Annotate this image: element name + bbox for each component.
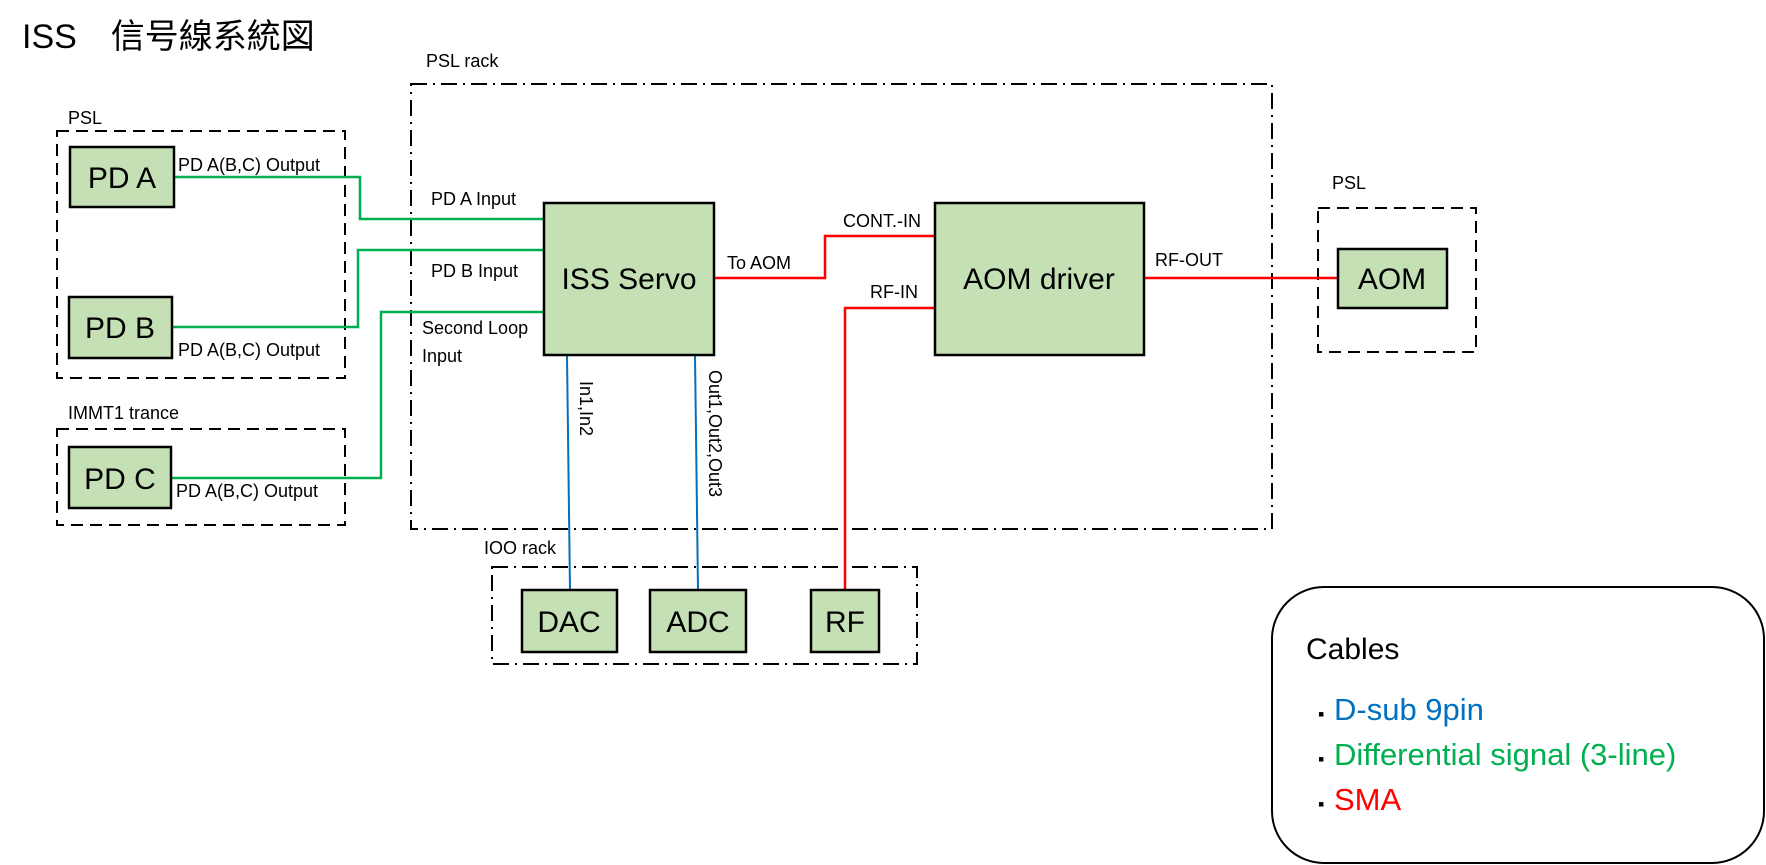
device-label-aom: AOM (1358, 263, 1426, 296)
group-psl-right: PSL (1317, 173, 1477, 353)
device-box-adc[interactable] (648, 588, 748, 654)
device-label-iss-servo: ISS Servo (561, 263, 696, 296)
device-box-dac[interactable] (520, 588, 619, 654)
group-frame-psl-left (56, 130, 346, 379)
device-pd-b[interactable]: PD B (67, 295, 174, 360)
device-box-iss-servo[interactable] (542, 201, 716, 357)
cable-pd-b-to-servo[interactable] (172, 248, 544, 329)
legend-item-dsub: ▪ D-sub 9pin (1318, 692, 1484, 727)
port-label-second-loop: Second Loop (422, 318, 528, 338)
device-box-pd-b[interactable] (67, 295, 174, 360)
legend-label-sma: SMA (1334, 782, 1402, 817)
device-pd-c[interactable]: PD C (67, 445, 173, 510)
port-label-in1-in2: In1,In2 (576, 381, 596, 436)
group-label-psl-rack: PSL rack (426, 51, 499, 71)
diagram-title: ISS 信号線系統図 (22, 18, 315, 56)
group-psl-left: PSL (56, 108, 346, 379)
device-box-pd-c[interactable] (67, 445, 173, 510)
legend-label-differential: Differential signal (3-line) (1334, 737, 1676, 772)
port-label-rf-out: RF-OUT (1155, 250, 1223, 270)
legend-item-differential: ▪ Differential signal (3-line) (1318, 737, 1676, 772)
cable-pd-c-to-servo[interactable] (171, 310, 544, 480)
cables-legend: Cables ▪ D-sub 9pin ▪ Differential signa… (1271, 586, 1765, 864)
device-box-pd-a[interactable] (68, 145, 176, 209)
legend-bullet: ▪ (1318, 749, 1324, 769)
device-aom[interactable]: AOM (1336, 247, 1449, 310)
group-frame-psl-rack (410, 83, 1273, 530)
port-label-pd-b-output: PD A(B,C) Output (178, 340, 320, 360)
legend-frame (1271, 586, 1765, 864)
group-label-ioo-rack: IOO rack (484, 538, 557, 558)
legend-label-dsub: D-sub 9pin (1334, 692, 1484, 727)
device-box-aom[interactable] (1336, 247, 1449, 310)
group-frame-immt1 (56, 428, 346, 526)
legend-item-sma: ▪ SMA (1318, 782, 1402, 817)
device-adc[interactable]: ADC (648, 588, 748, 654)
port-label-pd-a-input: PD A Input (431, 189, 516, 209)
device-iss-servo[interactable]: ISS Servo (542, 201, 716, 357)
device-dac[interactable]: DAC (520, 588, 619, 654)
dsub-cables (566, 354, 699, 591)
device-label-pd-a: PD A (88, 162, 156, 195)
legend-bullet: ▪ (1318, 704, 1324, 724)
port-label-to-aom: To AOM (727, 253, 791, 273)
cable-servo-to-adc[interactable] (694, 354, 699, 591)
cable-servo-to-dac[interactable] (566, 354, 571, 591)
device-label-rf: RF (825, 606, 865, 639)
device-label-pd-c: PD C (84, 463, 156, 496)
sma-cables (714, 234, 1338, 590)
device-label-dac: DAC (537, 606, 600, 639)
group-label-immt1: IMMT1 trance (68, 403, 179, 423)
legend-bullet: ▪ (1318, 794, 1324, 814)
port-label-cont-in: CONT.-IN (843, 211, 921, 231)
differential-cables (171, 175, 544, 480)
group-immt1: IMMT1 trance (56, 403, 346, 526)
legend-title: Cables (1306, 633, 1399, 666)
port-label-second-loop-input: Input (422, 346, 462, 366)
device-aom-driver[interactable]: AOM driver (933, 201, 1146, 357)
group-frame-ioo-rack (491, 566, 918, 665)
group-ioo-rack: IOO rack (484, 538, 918, 665)
cable-pd-a-to-servo[interactable] (174, 175, 544, 221)
device-box-rf[interactable] (809, 588, 881, 654)
cable-servo-to-aom-driver[interactable] (714, 234, 935, 280)
device-label-adc: ADC (666, 606, 729, 639)
device-pd-a[interactable]: PD A (68, 145, 176, 209)
port-label-pd-a-output: PD A(B,C) Output (178, 155, 320, 175)
port-label-rf-in: RF-IN (870, 282, 918, 302)
group-label-psl-left: PSL (68, 108, 102, 128)
device-box-aom-driver[interactable] (933, 201, 1146, 357)
device-label-aom-driver: AOM driver (963, 263, 1115, 296)
group-label-psl-right: PSL (1332, 173, 1366, 193)
port-label-out1-out2-out3: Out1,Out2,Out3 (705, 370, 725, 497)
group-psl-rack: PSL rack (410, 51, 1273, 530)
port-label-pd-b-input: PD B Input (431, 261, 518, 281)
group-frame-psl-right (1317, 207, 1477, 353)
device-rf[interactable]: RF (809, 588, 881, 654)
device-label-pd-b: PD B (85, 312, 155, 345)
port-label-pd-c-output: PD A(B,C) Output (176, 481, 318, 501)
cable-rf-to-aom-driver[interactable] (843, 306, 935, 590)
